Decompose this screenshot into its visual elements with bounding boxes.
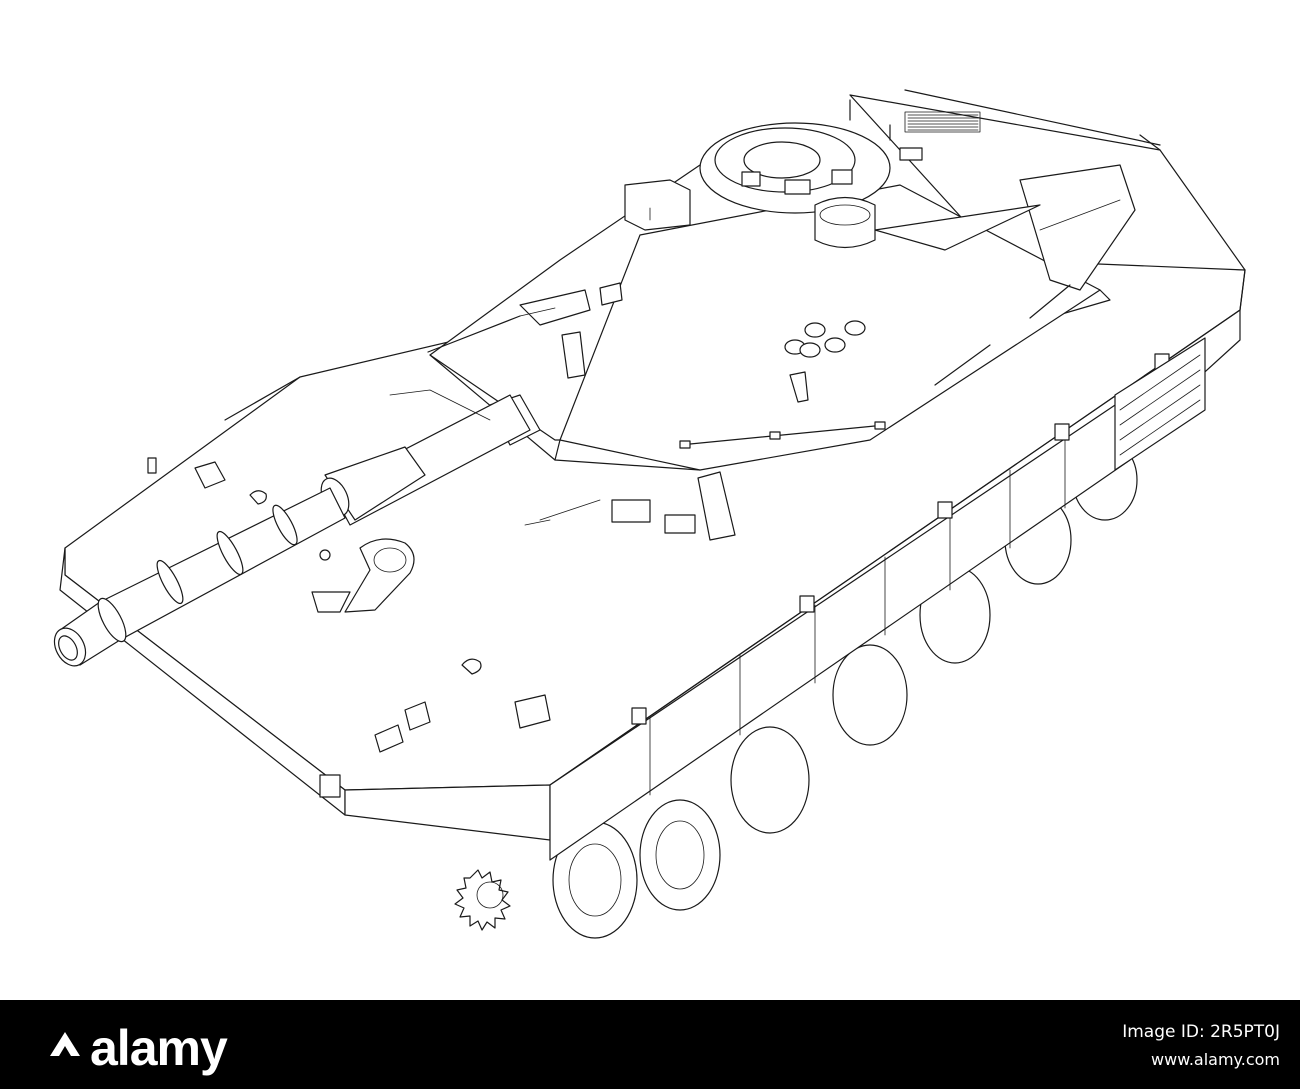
side-skirts	[549, 337, 1206, 861]
turret-fittings	[427, 282, 1071, 449]
site-url: www.alamy.com	[1151, 1050, 1280, 1069]
deck-fittings	[147, 389, 601, 798]
watermark-footer: alamy Image ID: 2R5PT0J www.alamy.com	[0, 1000, 1300, 1089]
turret	[429, 99, 1136, 471]
tank-illustration	[53, 89, 1246, 939]
hull-periscopes	[611, 471, 736, 541]
brand-logo: alamy	[46, 1016, 228, 1076]
tank-line-drawing	[53, 89, 1246, 939]
drive-sprocket	[454, 869, 511, 931]
image-id-label: Image ID: 2R5PT0J	[1122, 1022, 1280, 1042]
brand-mark-icon	[50, 1031, 80, 1056]
engine-grille	[907, 114, 979, 131]
brand-name: alamy	[90, 1019, 228, 1076]
main-gun	[53, 394, 541, 667]
road-wheels	[552, 439, 1138, 939]
